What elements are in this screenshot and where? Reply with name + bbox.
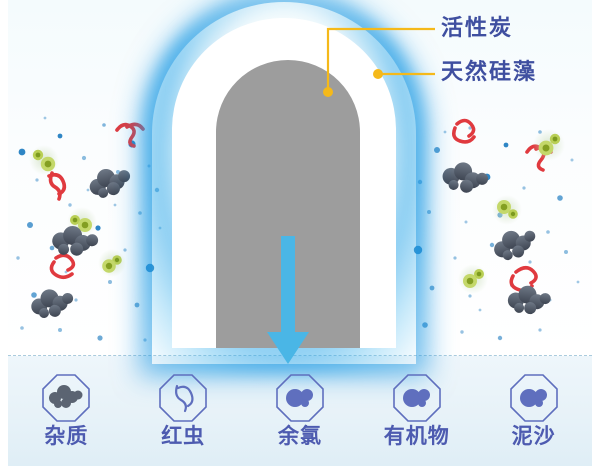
contaminant-list: 杂质 红虫 余氯 [8,372,592,464]
callout-label-natural-diatomite: 天然硅藻 [441,60,538,85]
worm-icon [159,374,207,422]
molecule-icon [392,374,441,422]
molecule-icon [509,374,558,422]
contaminant-item-red-worms[interactable]: 红虫 [129,372,237,448]
molecule-icon [276,374,324,422]
down-arrow-icon [267,236,309,364]
sediment-clump-icon [42,374,91,422]
contaminant-item-sediment[interactable]: 泥沙 [480,372,588,448]
contaminant-label-chlorine: 余氯 [277,424,322,448]
contaminant-label-organics: 有机物 [383,424,450,448]
contaminant-label-sediment: 泥沙 [511,424,556,448]
filter-cartridge [142,0,426,374]
callout-label-activated-carbon: 活性炭 [441,16,514,41]
contaminant-item-impurities[interactable]: 杂质 [12,372,120,448]
contaminant-item-organics[interactable]: 有机物 [363,372,471,448]
contaminant-item-chlorine[interactable]: 余氯 [246,372,354,448]
contaminant-label-red-worms: 红虫 [161,424,206,448]
contaminant-label-impurities: 杂质 [44,424,89,448]
